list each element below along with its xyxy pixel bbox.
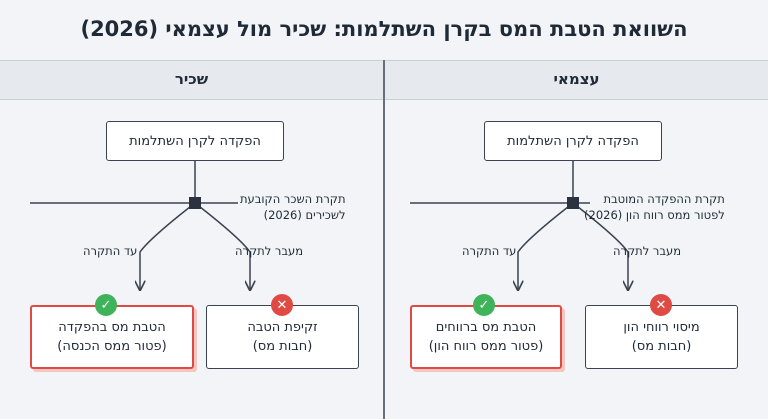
left-junction-node-icon: [189, 197, 201, 209]
right-ceiling-line2: לפטור ממס רווח הון (2026): [584, 207, 725, 222]
right-bad-line2: (חבות מס): [631, 339, 692, 354]
left-deposit-text: הפקדה לקרן השתלמות: [129, 133, 261, 149]
right-ceiling-label: תקרת ההפקדה המוטבת לפטור ממס רווח הון (2…: [584, 192, 725, 223]
left-good-line2: (פטור ממס הכנסה): [57, 339, 167, 354]
left-branch-label-over: מעבר לתקרה: [235, 244, 304, 258]
right-header-bar: [385, 60, 768, 100]
right-bad-line1: מיסוי רווחי הון: [623, 319, 700, 335]
right-good-line2: (פטור ממס רווח הון): [428, 339, 544, 354]
right-x-icon: ✕: [650, 294, 672, 316]
right-good-line1: הטבת מס ברווחים: [435, 319, 537, 335]
left-x-icon: ✕: [271, 294, 293, 316]
left-good-line1: הטבת מס בהפקדה: [58, 319, 166, 335]
left-arrow-to-bad: [194, 202, 250, 290]
right-branch-label-under: עד התקרה: [462, 244, 517, 258]
left-ceiling-line2: לשכירים (2026): [263, 207, 346, 222]
left-column-header: שכיר: [174, 70, 209, 88]
left-check-icon: ✓: [95, 294, 117, 316]
right-column-header: עצמאי: [553, 70, 600, 88]
right-deposit-text: הפקדה לקרן השתלמות: [507, 133, 639, 149]
right-ceiling-line1: תקרת ההפקדה המוטבת: [603, 192, 725, 206]
page-title: השוואת הטבת המס בקרן השתלמות: שכיר מול ע…: [80, 17, 688, 41]
left-bad-line2: (חבות מס): [252, 339, 313, 354]
left-header-bar: [0, 60, 383, 100]
right-arrow-to-bad: [572, 202, 628, 290]
right-outcome-bad-box: מיסוי רווחי הון (חבות מס): [585, 305, 738, 369]
right-check-icon: ✓: [473, 294, 495, 316]
left-deposit-box: הפקדה לקרן השתלמות: [106, 121, 284, 161]
right-arrow-to-good: [518, 202, 574, 290]
left-outcome-good-box: הטבת מס בהפקדה (פטור ממס הכנסה): [30, 305, 194, 369]
left-arrow-to-good: [140, 202, 196, 290]
right-deposit-box: הפקדה לקרן השתלמות: [484, 121, 662, 161]
left-bad-line1: זקיפת הטבה: [247, 319, 318, 335]
right-branch-label-over: מעבר לתקרה: [613, 244, 682, 258]
left-ceiling-line1: תקרת השכר הקובעת: [240, 192, 346, 206]
right-junction-node-icon: [567, 197, 579, 209]
left-branch-label-under: עד התקרה: [83, 244, 138, 258]
left-ceiling-label: תקרת השכר הקובעת לשכירים (2026): [240, 192, 346, 223]
